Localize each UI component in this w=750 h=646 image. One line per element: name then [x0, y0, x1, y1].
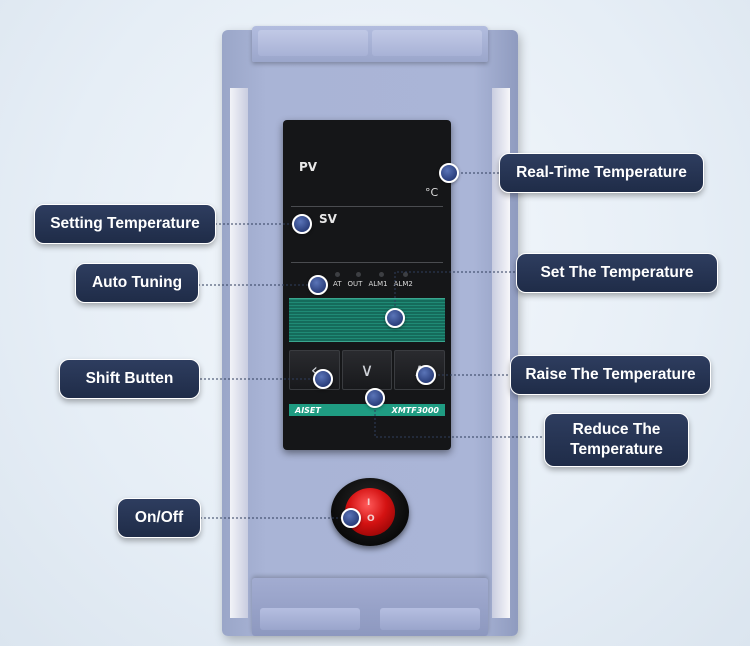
- marker-real-time: [439, 163, 459, 183]
- callout-reduce-line2: Temperature: [570, 441, 663, 458]
- at-led-icon: [335, 272, 340, 277]
- bottom-cap-tab-right: [380, 608, 480, 630]
- pv-label: PV: [299, 160, 318, 174]
- bottom-cap-tab-left: [260, 608, 360, 630]
- indicator-at: AT: [333, 280, 342, 288]
- indicator-labels: AT OUT ALM1 ALM2: [333, 280, 413, 288]
- set-key-panel[interactable]: [289, 298, 445, 342]
- callout-raise-the-temperature: Raise The Temperature: [510, 355, 711, 395]
- marker-auto-tuning: [308, 275, 328, 295]
- control-keys: ‹ ∨ ∧: [289, 350, 446, 390]
- off-symbol: O: [367, 514, 375, 524]
- callout-set-the-temperature: Set The Temperature: [516, 253, 718, 293]
- marker-reduce: [365, 388, 385, 408]
- top-cap-tab-right: [372, 30, 482, 56]
- callout-reduce-line1: Reduce The: [572, 421, 661, 438]
- display-divider: [291, 206, 443, 207]
- marker-setting: [292, 214, 312, 234]
- display-divider: [291, 262, 443, 263]
- indicator-out: OUT: [347, 280, 363, 288]
- model-name: XMTF3000: [391, 405, 439, 415]
- indicator-alm2: ALM2: [393, 280, 413, 288]
- housing-left-rail: [230, 88, 248, 618]
- callout-real-time-temperature: Real-Time Temperature: [499, 153, 704, 193]
- on-symbol: I: [367, 498, 371, 508]
- alm1-led-icon: [379, 272, 384, 277]
- housing-top-cap: [252, 26, 488, 62]
- out-led-icon: [356, 272, 361, 277]
- callout-reduce-the-temperature: Reduce The Temperature: [544, 413, 689, 467]
- callout-shift-button: Shift Butten: [59, 359, 200, 399]
- housing-right-rail: [492, 88, 510, 618]
- indicator-alm1: ALM1: [368, 280, 388, 288]
- celsius-unit: °C: [425, 186, 439, 199]
- brand-strip: AISET XMTF3000: [289, 404, 445, 416]
- sv-label: SV: [319, 212, 337, 226]
- marker-raise: [416, 365, 436, 385]
- housing-bottom-cap: [252, 578, 488, 636]
- callout-setting-temperature: Setting Temperature: [34, 204, 216, 244]
- callout-on-off: On/Off: [117, 498, 201, 538]
- leader-set: [394, 271, 516, 318]
- brand-name: AISET: [295, 405, 321, 415]
- down-key-icon[interactable]: ∨: [341, 350, 393, 390]
- callout-auto-tuning: Auto Tuning: [75, 263, 199, 303]
- leader-reduce: [374, 398, 545, 438]
- marker-set: [385, 308, 405, 328]
- marker-on-off: [341, 508, 361, 528]
- alm2-led-icon: [403, 272, 408, 277]
- top-cap-tab-left: [258, 30, 368, 56]
- marker-shift: [313, 369, 333, 389]
